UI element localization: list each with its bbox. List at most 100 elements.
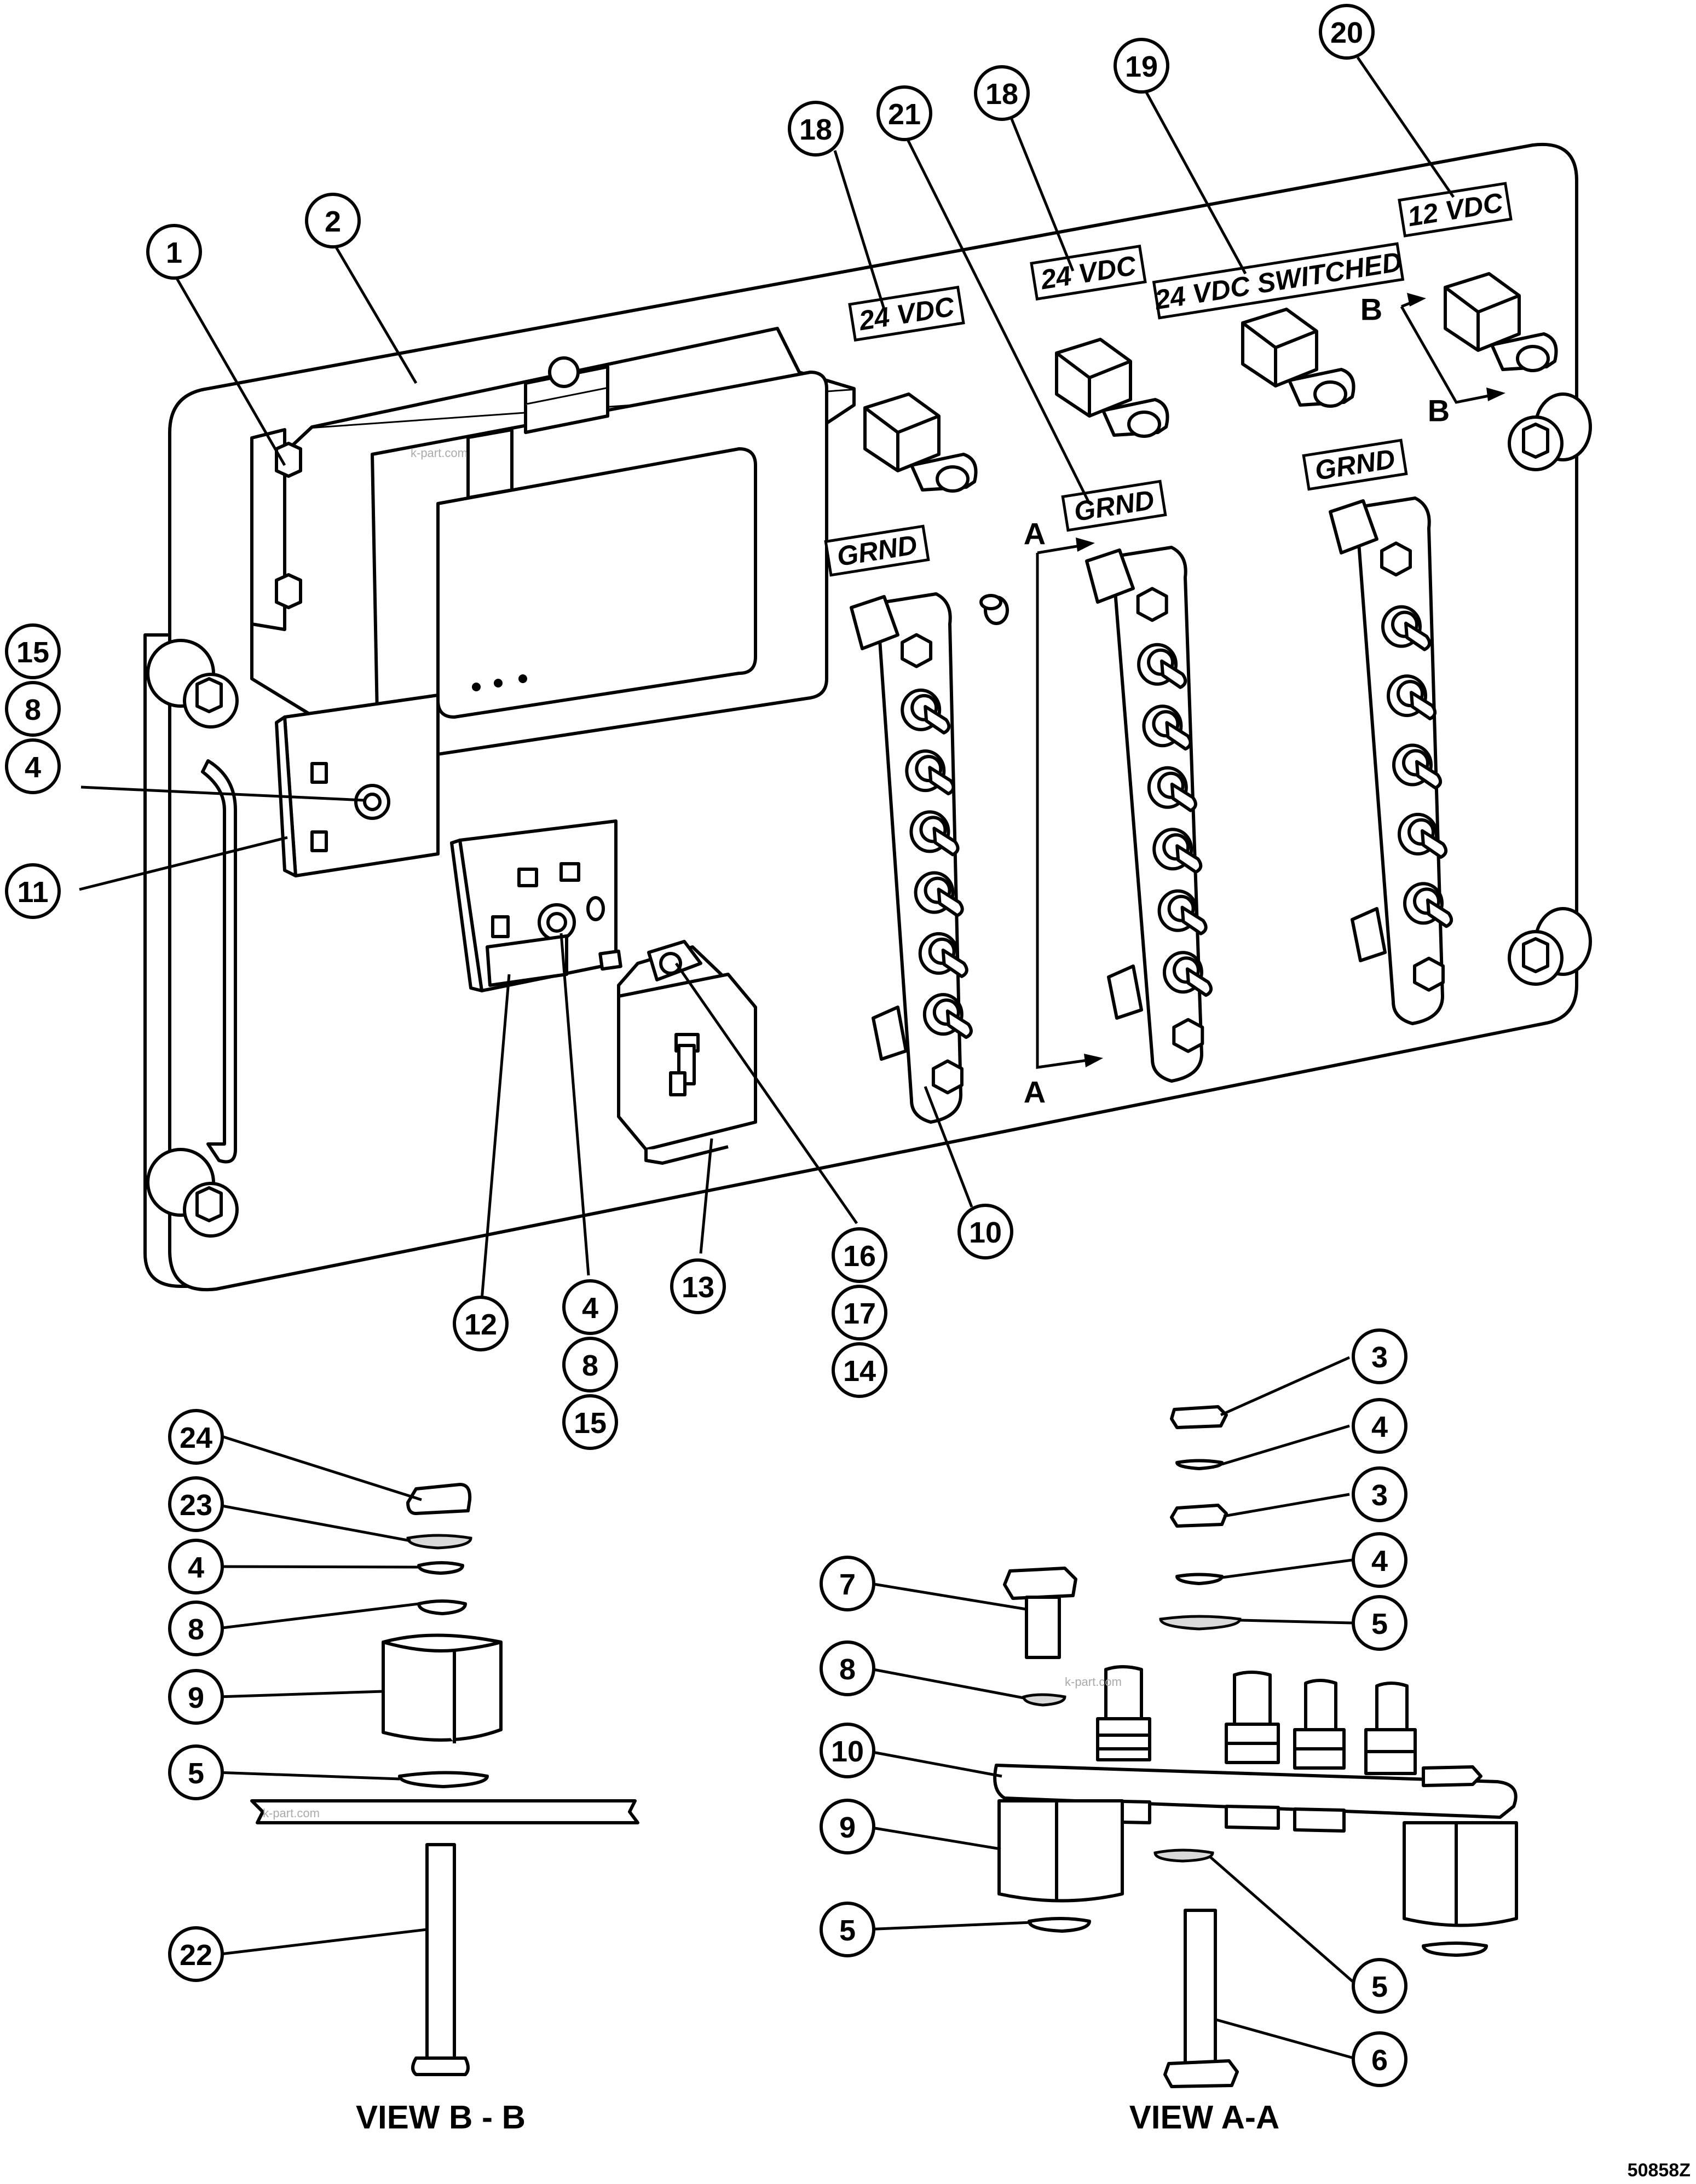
view-b-b-assembly [250,1483,639,2076]
bus-bar-end-nut [1380,541,1412,577]
bus-bar-stud-pin [1180,905,1208,935]
balloon-number: 24 [180,1422,212,1454]
balloon-circle [820,1640,875,1696]
watermark-1: k-part.com [411,446,468,460]
bus-bar-stud-pin [924,704,951,735]
balloon-circle [820,1902,875,1957]
balloon-19: 19 [1114,38,1169,94]
balloon-circle [168,1539,224,1594]
balloon-circle [670,1258,726,1314]
section-letter-b-top: B [1360,292,1382,327]
view-a-a-caption: VIEW A-A [1129,2099,1279,2136]
bus-bar-stud-pin [1165,721,1192,751]
bus-bar-stud-pin [1175,844,1203,874]
balloon-number: 20 [1330,16,1363,49]
balloon-number: 10 [969,1216,1002,1249]
balloon-number: 18 [799,113,832,146]
balloon-number: 7 [839,1568,856,1601]
balloon-7: 7 [820,1556,875,1611]
balloon-circle [305,193,361,249]
balloon-circle [168,1669,224,1725]
balloon-number: 1 [166,236,182,269]
balloon-number: 3 [1371,1479,1388,1512]
watermark-2: k-part.com [1065,1675,1122,1689]
bus-bar-stud-pin [1160,659,1187,689]
balloon-number: 3 [1371,1341,1388,1374]
bus-bar-stud-pin [1421,829,1448,859]
balloon-circle [562,1337,618,1393]
balloon-17: 17 [832,1285,887,1341]
balloon-number: 8 [25,694,41,726]
balloon-number: 17 [843,1297,876,1330]
balloon-number: 4 [1371,1411,1388,1443]
balloon-18: 18 [788,101,844,157]
balloon-number: 5 [188,1757,204,1790]
balloon-circle [168,1926,224,1982]
balloon-circle [168,1601,224,1656]
balloon-8: 8 [820,1640,875,1696]
balloon-8: 8 [168,1601,224,1656]
balloon-circle [1352,1398,1407,1454]
balloon-3: 3 [1352,1328,1407,1384]
balloon-circle [5,623,61,679]
balloon-4: 4 [1352,1532,1407,1588]
bus-bar-standoff-bottom [872,1006,908,1061]
wire-left [201,759,237,1164]
bus-bar-standoff-top [850,595,899,650]
section-line-a [1036,538,1103,1069]
bus-bar-end-nut [931,1059,964,1095]
power-stud-24vdc-switched [1241,308,1355,408]
balloon-21: 21 [876,85,932,141]
bus-bar-stud-pin [1404,621,1432,651]
balloon-number: 5 [1371,1971,1388,2003]
balloon-number: 9 [839,1811,856,1844]
bus-bar-stud-pin [1410,691,1437,721]
bus-bar-end-nut [1413,956,1445,992]
balloon-number: 14 [843,1355,876,1388]
balloon-5: 5 [1352,1595,1407,1651]
section-line-b [1400,293,1505,404]
leader-lines-view-aa [863,1356,1359,2061]
balloon-circle [832,1342,887,1398]
bus-bar-stud-pin [945,1009,973,1039]
balloon-circle [562,1394,618,1450]
balloon-number: 4 [1371,1545,1388,1578]
balloon-5: 5 [820,1902,875,1957]
balloon-18: 18 [974,65,1030,121]
balloon-circle [832,1227,887,1283]
bus-bar-standoff-bottom [1107,964,1143,1020]
balloon-circle [1352,1595,1407,1651]
balloon-4: 4 [562,1279,618,1335]
balloon-circle [168,1409,224,1465]
balloon-circle [1319,4,1375,60]
watermark-3: k-part.com [263,1806,320,1820]
balloon-circle [788,101,844,157]
balloon-5: 5 [1352,1958,1407,2014]
balloon-number: 12 [464,1308,497,1341]
balloon-15: 15 [562,1394,618,1450]
balloon-number: 5 [1371,1608,1388,1640]
bus-bar-stud-pin [937,887,964,917]
balloon-circle [876,85,932,141]
relay-12 [450,819,622,992]
balloon-number: 21 [888,98,921,131]
balloon-11: 11 [5,863,61,919]
shock-mount-lower-left [146,1148,239,1238]
bus-bar-standoff-bottom [1351,907,1387,962]
small-knob [979,594,1009,625]
balloon-number: 4 [25,751,41,784]
display-module [250,327,856,762]
power-stud-24vdc-left [863,392,978,493]
balloon-number: 22 [180,1939,212,1972]
balloon-6: 6 [1352,2031,1407,2087]
receptacle-13 [617,940,757,1165]
balloon-9: 9 [168,1669,224,1725]
balloon-circle [168,1476,224,1532]
bus-bar-stud-pin [1170,782,1197,812]
bus-bar-stud-pin [941,948,968,978]
section-letter-b-bottom: B [1428,394,1450,428]
power-stud-24vdc-right [1055,338,1169,438]
balloon-circle [5,863,61,919]
bus-bar-standoff-top [1085,548,1135,604]
